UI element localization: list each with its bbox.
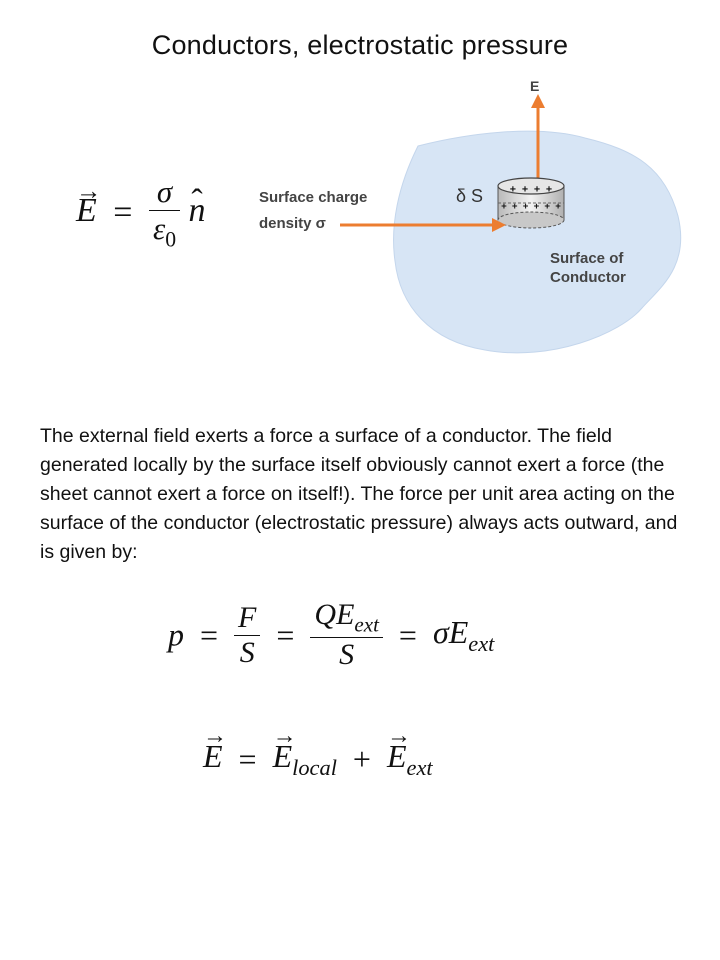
field-label: E — [530, 78, 540, 94]
sigma-over-epsilon-fraction: σ ε0 — [148, 174, 181, 253]
local-field-symbol: E — [273, 723, 293, 775]
surface-label-line1: Surface of — [550, 250, 624, 267]
equals-sign: = — [200, 616, 219, 653]
charges-bottom: + + + + + + — [501, 202, 561, 212]
equals-sign: = — [276, 616, 295, 653]
charge-arrowhead — [492, 218, 506, 232]
conductor-diagram: + + + + + + + + + + E Surface charge den… — [250, 76, 690, 366]
equals-sign: = — [238, 741, 257, 778]
pressure-formula: p = F S = QEext S = σEext — [168, 598, 494, 672]
fraction-denominator: ε0 — [148, 210, 181, 253]
epsilon-subscript: 0 — [165, 227, 177, 252]
ext-subscript: ext — [468, 630, 495, 656]
force-symbol: F — [238, 600, 257, 634]
equals-sign: = — [398, 616, 417, 653]
external-field-term: Eext — [387, 723, 433, 780]
area-symbol: S — [310, 637, 383, 672]
charge-label-line1: Surface charge — [259, 189, 368, 206]
slide-title: Conductors, electrostatic pressure — [151, 30, 569, 60]
surface-label-line2: Conductor — [550, 269, 626, 286]
local-field-term: Elocal — [273, 723, 337, 780]
external-field-symbol: E — [387, 723, 407, 775]
total-field-symbol: E — [203, 723, 223, 775]
pillbox-bottom — [497, 211, 565, 229]
local-subscript: local — [292, 754, 337, 780]
field-vector-symbol: E — [76, 176, 97, 230]
equals-sign: = — [113, 194, 133, 232]
explanation-paragraph: The external field exerts a force a surf… — [40, 425, 678, 563]
conductor-surface — [393, 130, 682, 354]
epsilon-symbol: ε — [152, 211, 166, 246]
field-sum-formula: E = Elocal + Eext — [203, 723, 433, 781]
charge-field-numerator: QEext — [310, 598, 382, 637]
charge-field-over-area-fraction: QEext S — [310, 598, 383, 672]
conductor-diagram-graphic: + + + + + + + + + + — [340, 94, 682, 354]
plus-sign: + — [352, 741, 371, 778]
sigma-field-symbol: σE — [432, 613, 469, 650]
pressure-symbol: p — [168, 616, 184, 653]
charges-top: + + + + — [510, 184, 552, 195]
area-label: δ S — [456, 186, 484, 206]
field-formula: E = σ ε0 n — [76, 174, 206, 253]
force-over-area-fraction: F S — [234, 600, 261, 670]
area-symbol: S — [234, 634, 261, 670]
sigma-field-term: σEext — [432, 613, 494, 656]
unit-normal-symbol: n — [189, 183, 206, 230]
ext-subscript: ext — [354, 612, 379, 637]
fraction-numerator: σ — [156, 174, 173, 209]
charge-label-line2: density σ — [259, 215, 326, 232]
ext-subscript: ext — [406, 754, 433, 780]
charge-field-symbol: QE — [314, 598, 355, 631]
pillbox-top — [497, 177, 565, 195]
field-arrowhead — [531, 94, 545, 108]
